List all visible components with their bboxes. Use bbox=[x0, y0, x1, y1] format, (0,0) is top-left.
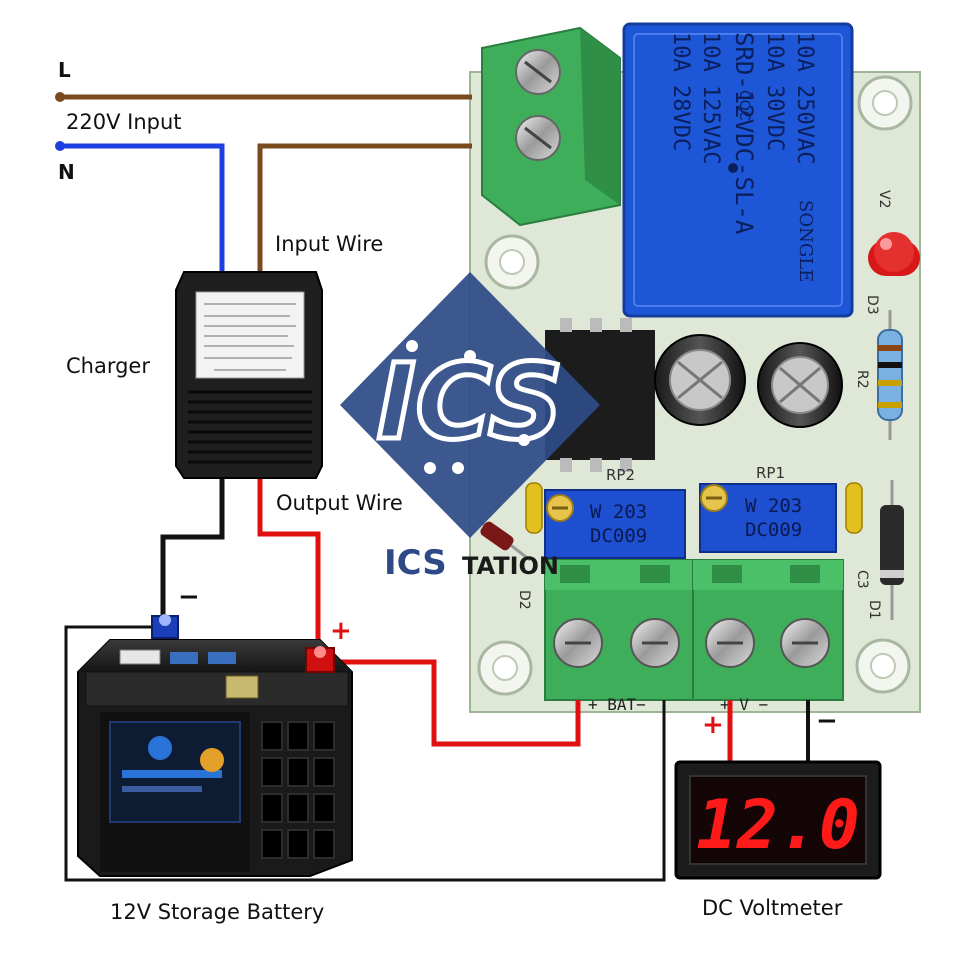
capacitor-icon bbox=[757, 342, 843, 428]
relay-text-1: 10A 250VAC bbox=[792, 32, 817, 164]
silk-d3: D3 bbox=[864, 295, 880, 315]
silk-rp1: RP1 bbox=[756, 464, 785, 482]
ceramic-cap-icon bbox=[525, 482, 543, 534]
ceramic-cap-icon bbox=[845, 482, 863, 534]
label-line-n: N bbox=[58, 160, 75, 184]
relay-text-3: SRD-12VDC-SL-A bbox=[730, 32, 758, 235]
terminal-bat-label: + BAT− bbox=[588, 695, 646, 714]
relay-brand: SONGLE bbox=[795, 200, 816, 282]
silk-c3: C3 bbox=[854, 570, 870, 589]
icstation-logo: ICS bbox=[340, 272, 600, 538]
wire-output-black bbox=[160, 478, 225, 620]
charger-adapter bbox=[175, 271, 323, 479]
storage-battery bbox=[77, 614, 353, 877]
led-icon bbox=[868, 232, 920, 276]
voltmeter-reading: 12.0 bbox=[696, 786, 860, 865]
label-line-l: L bbox=[58, 58, 71, 82]
wire-input bbox=[257, 143, 472, 272]
battery-negative-terminal bbox=[151, 614, 179, 639]
voltmeter-plus-sign: + bbox=[702, 710, 724, 740]
wire-n bbox=[58, 143, 225, 272]
bat-terminal-block bbox=[544, 559, 694, 701]
battery-plus-sign: + bbox=[330, 616, 352, 646]
diode-icon bbox=[477, 518, 531, 562]
silk-d2: D2 bbox=[516, 590, 532, 610]
dc-voltmeter: 12.0 bbox=[674, 760, 882, 880]
potentiometer-rp2: W 203 DC009 bbox=[544, 489, 686, 559]
wire-output-red bbox=[257, 478, 321, 650]
mounting-hole bbox=[857, 75, 913, 131]
mounting-hole bbox=[484, 234, 540, 290]
battery-grid bbox=[261, 721, 335, 859]
relay-text-5: 10A 28VDC bbox=[668, 32, 693, 151]
pot-code-rp1-2: DC009 bbox=[745, 519, 802, 541]
label-output-wire: Output Wire bbox=[276, 491, 403, 515]
relay-text-4: 10A 125VAC bbox=[698, 32, 723, 164]
label-charger: Charger bbox=[66, 354, 150, 378]
mounting-hole bbox=[477, 640, 533, 696]
pot-code-rp2-2: DC009 bbox=[590, 525, 647, 547]
silk-v2: V2 bbox=[876, 190, 892, 208]
relay: 10A 250VAC 10A 30VDC SRD-12VDC-SL-A 10A … bbox=[622, 22, 854, 318]
resistor-icon bbox=[877, 310, 903, 440]
relay-mark: CQC bbox=[736, 90, 752, 121]
mounting-hole bbox=[855, 638, 911, 694]
battery-positive-terminal bbox=[305, 646, 335, 673]
charger-label-lines bbox=[204, 303, 296, 371]
wire-bat-plus bbox=[330, 659, 581, 747]
label-input-wire: Input Wire bbox=[275, 232, 384, 256]
pot-code-rp1-1: W 203 bbox=[745, 495, 802, 517]
voltmeter-minus-sign: − bbox=[816, 706, 838, 736]
silk-d1: D1 bbox=[866, 600, 882, 620]
logo-brand-rest: TATION bbox=[462, 552, 559, 580]
battery-sticker bbox=[119, 649, 161, 665]
charger-vents bbox=[188, 390, 312, 464]
terminal-v-label: + V − bbox=[720, 695, 768, 714]
circuit-dots-icon bbox=[406, 340, 530, 474]
relay-text-2: 10A 30VDC bbox=[762, 32, 787, 151]
label-storage-battery: 12V Storage Battery bbox=[110, 900, 325, 924]
silk-rp2: RP2 bbox=[606, 466, 635, 484]
v-terminal-block bbox=[692, 559, 844, 701]
capacitor-icon bbox=[654, 334, 746, 426]
logo-brand-bold: ICS bbox=[384, 543, 447, 583]
battery-indicator bbox=[225, 675, 259, 699]
label-220v-input: 220V Input bbox=[66, 110, 182, 134]
potentiometer-rp1: W 203 DC009 bbox=[699, 483, 837, 553]
battery-minus-sign: − bbox=[178, 582, 200, 612]
wires bbox=[55, 92, 810, 882]
label-dc-voltmeter: DC Voltmeter bbox=[702, 896, 843, 920]
input-terminal-block bbox=[481, 26, 621, 227]
pcb-board: 10A 250VAC 10A 30VDC SRD-12VDC-SL-A 10A … bbox=[469, 22, 921, 714]
diode-icon bbox=[880, 480, 904, 620]
wire-bat-minus bbox=[64, 625, 666, 882]
pot-code-rp2-1: W 203 bbox=[590, 501, 647, 523]
silk-r2: R2 bbox=[854, 370, 870, 389]
